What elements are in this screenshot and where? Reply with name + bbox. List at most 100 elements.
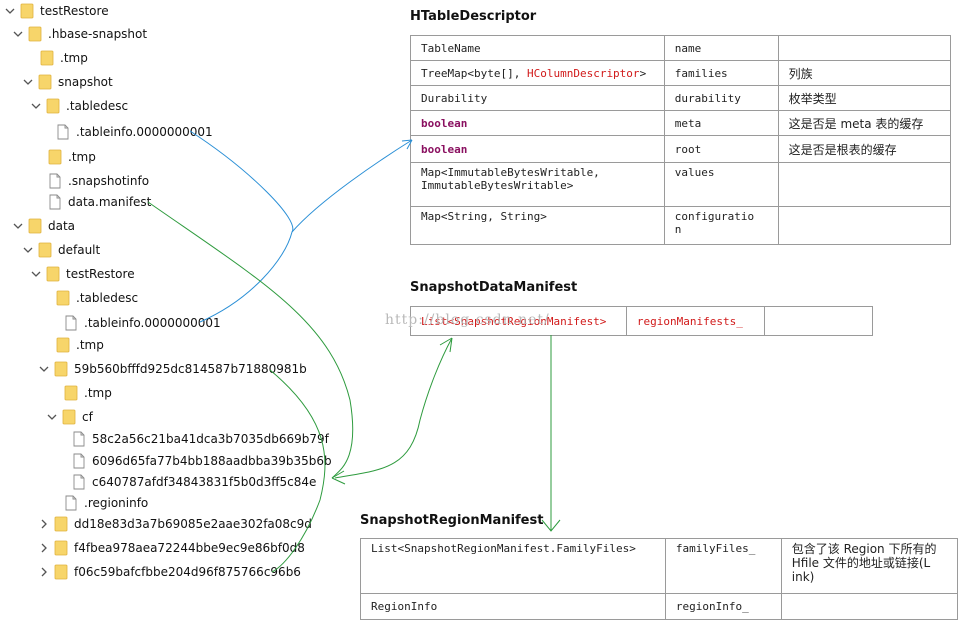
tree-item-snapshot[interactable]: snapshot: [22, 72, 113, 92]
folder-icon: [20, 3, 34, 19]
table-row: Map<ImmutableBytesWritable,ImmutableByte…: [410, 162, 952, 207]
folder-icon: [56, 337, 70, 353]
tree-item-data-manifest[interactable]: data.manifest: [48, 192, 151, 212]
srm-table: List<SnapshotRegionManifest.FamilyFiles>…: [360, 538, 959, 620]
tree-item-cf[interactable]: cf: [46, 407, 93, 427]
tree-item-data[interactable]: data: [12, 216, 75, 236]
tree-item-snapshotinfo[interactable]: .snapshotinfo: [48, 171, 149, 191]
tree-item-tmp[interactable]: .tmp: [64, 383, 112, 403]
desc-line: ink): [791, 570, 815, 584]
desc-cell: [777, 162, 952, 207]
htable-title: HTableDescriptor: [410, 9, 537, 24]
tree-item-testrestore-table[interactable]: testRestore: [30, 264, 135, 284]
table-row: boolean meta 这是否是 meta 表的缓存: [410, 110, 952, 136]
tree-item-region[interactable]: f4fbea978aea72244bbe9ec9e86bf0d8: [38, 538, 305, 558]
folder-icon: [54, 540, 68, 556]
type-cell: boolean: [410, 135, 665, 163]
tree-item-region[interactable]: 59b560bfffd925dc814587b71880981b: [38, 359, 307, 379]
folder-icon: [54, 564, 68, 580]
tree-item-hfile[interactable]: c640787afdf34843831f5b0d3ff5c84e: [72, 472, 316, 492]
tree-item-tabledesc[interactable]: .tabledesc: [56, 288, 138, 308]
tree-item-hfile[interactable]: 6096d65fa77b4bb188aadbba39b35b6b: [72, 451, 332, 471]
tree-item-default[interactable]: default: [22, 240, 100, 260]
field-cell: meta: [663, 110, 779, 136]
table-row: List<SnapshotRegionManifest.FamilyFiles>…: [360, 538, 959, 594]
tree-item-tableinfo[interactable]: .tableinfo.0000000001: [64, 313, 221, 333]
desc-cell: [777, 35, 952, 61]
tree-item-tableinfo[interactable]: .tableinfo.0000000001: [56, 122, 213, 142]
field-cell: name: [663, 35, 779, 61]
tree-item-tmp[interactable]: .tmp: [56, 335, 104, 355]
tree-item-tabledesc[interactable]: .tabledesc: [30, 96, 128, 116]
sdm-table: List<SnapshotRegionManifest> regionManif…: [410, 306, 874, 336]
table-row: boolean root 这是否是根表的缓存: [410, 135, 952, 163]
tree-item-tmp[interactable]: .tmp: [48, 147, 96, 167]
chevron-down-icon[interactable]: [30, 268, 42, 280]
tree-item-label: .tableinfo.0000000001: [76, 125, 213, 139]
tree-item-label: testRestore: [40, 4, 109, 18]
tree-item-label: c640787afdf34843831f5b0d3ff5c84e: [92, 475, 317, 489]
type-prefix: TreeMap<byte[],: [421, 66, 527, 80]
chevron-down-icon[interactable]: [30, 100, 42, 112]
type-cell: boolean: [410, 110, 665, 136]
tree-item-hbase-snapshot[interactable]: .hbase-snapshot: [12, 24, 147, 44]
file-icon: [64, 495, 78, 511]
type-line: ImmutableBytesWritable>: [421, 179, 574, 192]
tree-item-label: data: [48, 219, 76, 233]
tree-item-label: f06c59bafcfbbe204d96f875766c96b6: [74, 565, 301, 579]
tree-item-regioninfo[interactable]: .regioninfo: [64, 493, 148, 513]
tree-item-label: 58c2a56c21ba41dca3b7035db669b79f: [92, 432, 329, 446]
field-cell: regionInfo_: [664, 593, 782, 620]
srm-title: SnapshotRegionManifest: [360, 513, 544, 528]
field-cell: families: [663, 60, 779, 86]
chevron-right-icon[interactable]: [38, 518, 50, 530]
chevron-right-icon[interactable]: [38, 566, 50, 578]
folder-icon: [38, 74, 52, 90]
desc-line: 包含了该 Region 下所有的: [791, 542, 937, 556]
desc-line: Hfile 文件的地址或链接(L: [791, 556, 931, 570]
tree-item-label: .tmp: [76, 338, 104, 352]
tree-item-label: data.manifest: [68, 195, 152, 209]
tree-item-hfile[interactable]: 58c2a56c21ba41dca3b7035db669b79f: [72, 429, 329, 449]
chevron-right-icon[interactable]: [38, 542, 50, 554]
field-line: configuratio: [674, 210, 755, 223]
chevron-down-icon[interactable]: [46, 411, 58, 423]
tree-item-label: cf: [82, 410, 93, 424]
tree-item-label: .tabledesc: [76, 291, 139, 305]
arrowhead: [439, 337, 453, 353]
tree-item-region[interactable]: f06c59bafcfbbe204d96f875766c96b6: [38, 562, 301, 582]
folder-icon: [64, 385, 78, 401]
file-icon: [48, 173, 62, 189]
tree-item-testrestore[interactable]: testRestore: [4, 1, 109, 21]
type-cell: TreeMap<byte[], HColumnDescriptor>: [410, 60, 665, 86]
file-icon: [56, 124, 70, 140]
tree-item-label: .hbase-snapshot: [48, 27, 148, 41]
chevron-down-icon[interactable]: [12, 28, 24, 40]
folder-icon: [62, 409, 76, 425]
folder-icon: [28, 218, 42, 234]
tree-item-label: 6096d65fa77b4bb188aadbba39b35b6b: [92, 454, 332, 468]
tree-item-region[interactable]: dd18e83d3a7b69085e2aae302fa08c9d: [38, 514, 312, 534]
tree-item-label: dd18e83d3a7b69085e2aae302fa08c9d: [74, 517, 312, 531]
tree-item-label: .tmp: [84, 386, 112, 400]
chevron-down-icon[interactable]: [38, 363, 50, 375]
type-cell: Map<ImmutableBytesWritable,ImmutableByte…: [410, 162, 665, 207]
chevron-down-icon[interactable]: [22, 244, 34, 256]
field-line: n: [674, 223, 682, 236]
file-icon: [48, 194, 62, 210]
chevron-down-icon[interactable]: [22, 76, 34, 88]
tree-item-tmp[interactable]: .tmp: [40, 48, 88, 68]
type-cell: Map<String, String>: [410, 206, 665, 245]
file-tree: testRestore .hbase-snapshot .tmp snapsho…: [0, 0, 332, 621]
type-highlight: HColumnDescriptor: [526, 66, 640, 80]
type-cell: RegionInfo: [360, 593, 666, 620]
type-line: Map<ImmutableBytesWritable,: [421, 166, 600, 179]
region-to-sdm-arrow: [334, 337, 453, 479]
type-cell: List<SnapshotRegionManifest>: [410, 306, 627, 336]
chevron-down-icon[interactable]: [12, 220, 24, 232]
field-cell: regionManifests_: [625, 306, 765, 336]
field-cell: root: [663, 135, 779, 163]
tree-item-label: .tmp: [60, 51, 88, 65]
chevron-down-icon[interactable]: [4, 5, 16, 17]
